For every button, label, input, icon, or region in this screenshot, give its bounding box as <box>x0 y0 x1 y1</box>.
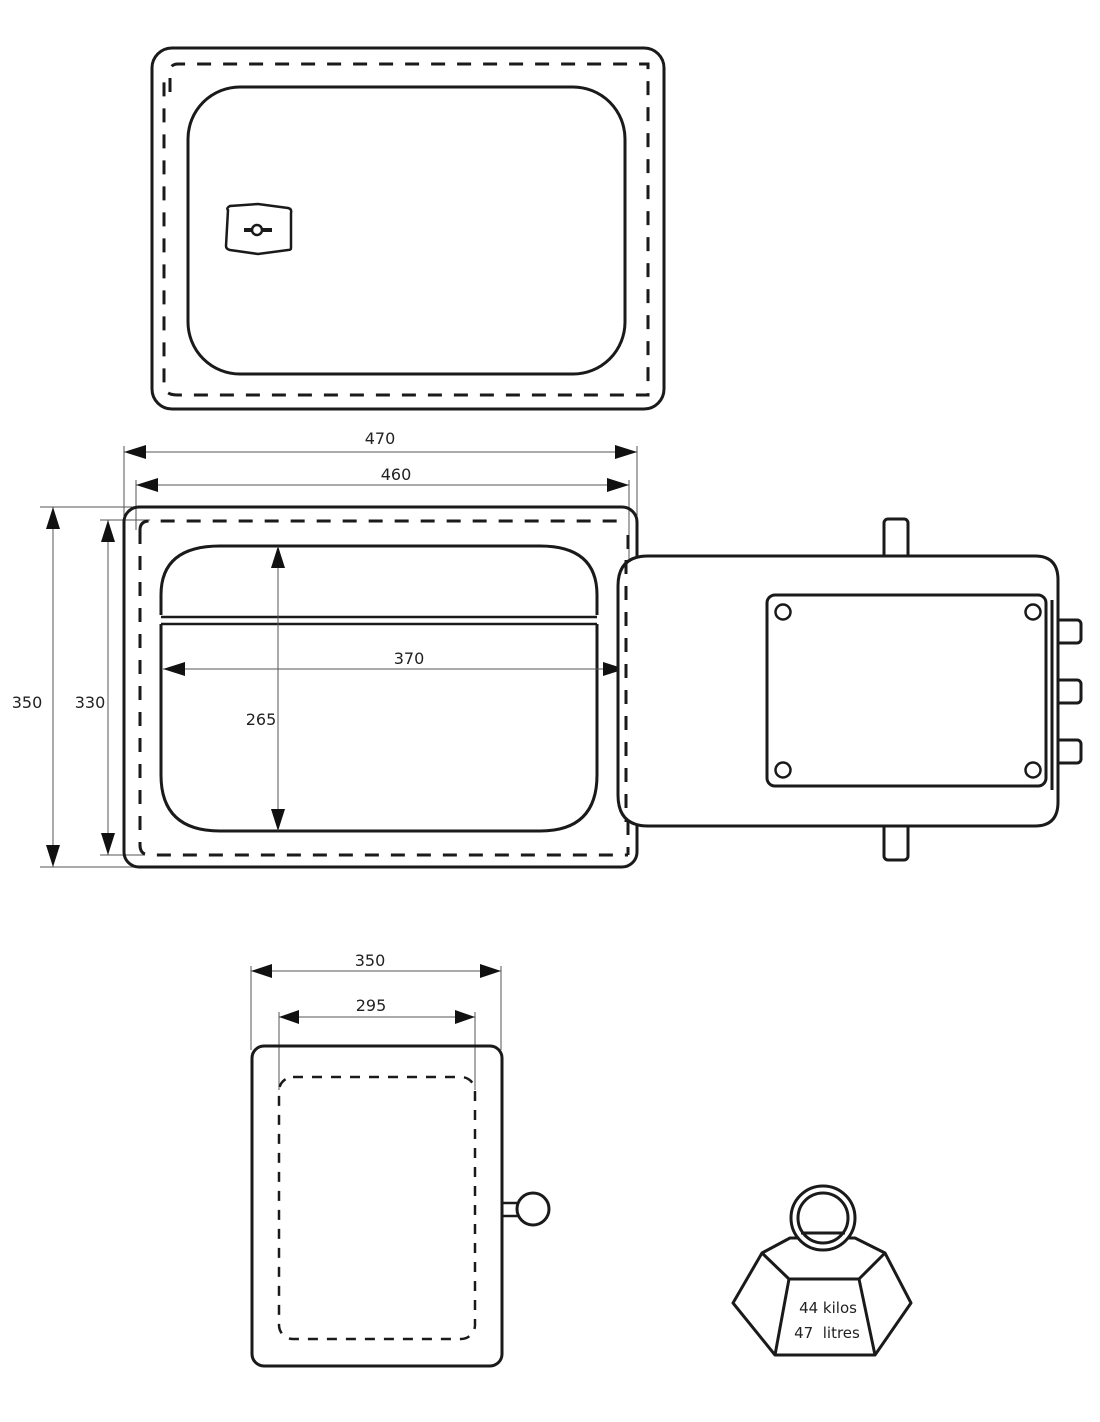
side-view: 350 295 <box>250 951 551 1368</box>
door-body <box>616 554 1060 828</box>
top-view-outer-body <box>150 46 666 411</box>
dimension-opening-height: 265 <box>246 546 285 831</box>
safe-body-outer <box>122 505 639 869</box>
dimension-outer-height: 350 <box>12 506 136 868</box>
specs-weight-badge: 44 kilos 47 litres <box>731 1184 913 1357</box>
top-view-door-panel <box>186 85 627 376</box>
door-bolt-bottom <box>882 820 910 862</box>
plate-screw-icon <box>774 761 792 779</box>
safe-body-dashed-inner <box>138 519 628 857</box>
side-view-dashed-inner <box>277 1075 477 1341</box>
dimension-label-350-height: 350 <box>12 693 43 712</box>
dimension-label-265: 265 <box>246 710 277 729</box>
dimension-side-depth-outer: 350 <box>250 951 502 1050</box>
keyhole-lock-icon <box>224 202 293 256</box>
weight-value: 44 kilos <box>799 1299 857 1317</box>
knob-icon <box>500 1191 551 1227</box>
safe-door-open <box>616 517 1083 862</box>
weight-icon <box>731 1184 913 1357</box>
top-view-dashed-inner <box>162 62 650 397</box>
top-view-closed-safe <box>150 46 666 411</box>
plate-screw-icon <box>774 603 792 621</box>
dimension-inner-width: 460 <box>135 465 630 560</box>
dimension-label-350-depth: 350 <box>355 951 386 970</box>
front-open-view: 470 460 350 330 <box>12 429 1083 869</box>
dimension-label-295: 295 <box>356 996 387 1015</box>
door-bolt-top <box>882 517 910 561</box>
safe-opening-bottom <box>159 624 599 833</box>
safe-opening-top <box>159 544 599 615</box>
dimension-outer-width: 470 <box>123 429 638 555</box>
dimension-opening-width: 370 <box>163 649 625 676</box>
dimension-label-370: 370 <box>394 649 425 668</box>
dimension-label-470: 470 <box>365 429 396 448</box>
door-lock-plate <box>765 593 1048 788</box>
dimension-label-330: 330 <box>75 693 106 712</box>
dimension-label-460: 460 <box>381 465 412 484</box>
plate-screw-icon <box>1024 603 1042 621</box>
dimension-side-depth-inner: 295 <box>278 996 476 1090</box>
plate-screw-icon <box>1024 761 1042 779</box>
capacity-value: 47 litres <box>794 1324 860 1342</box>
side-view-outer-body <box>250 1044 504 1368</box>
